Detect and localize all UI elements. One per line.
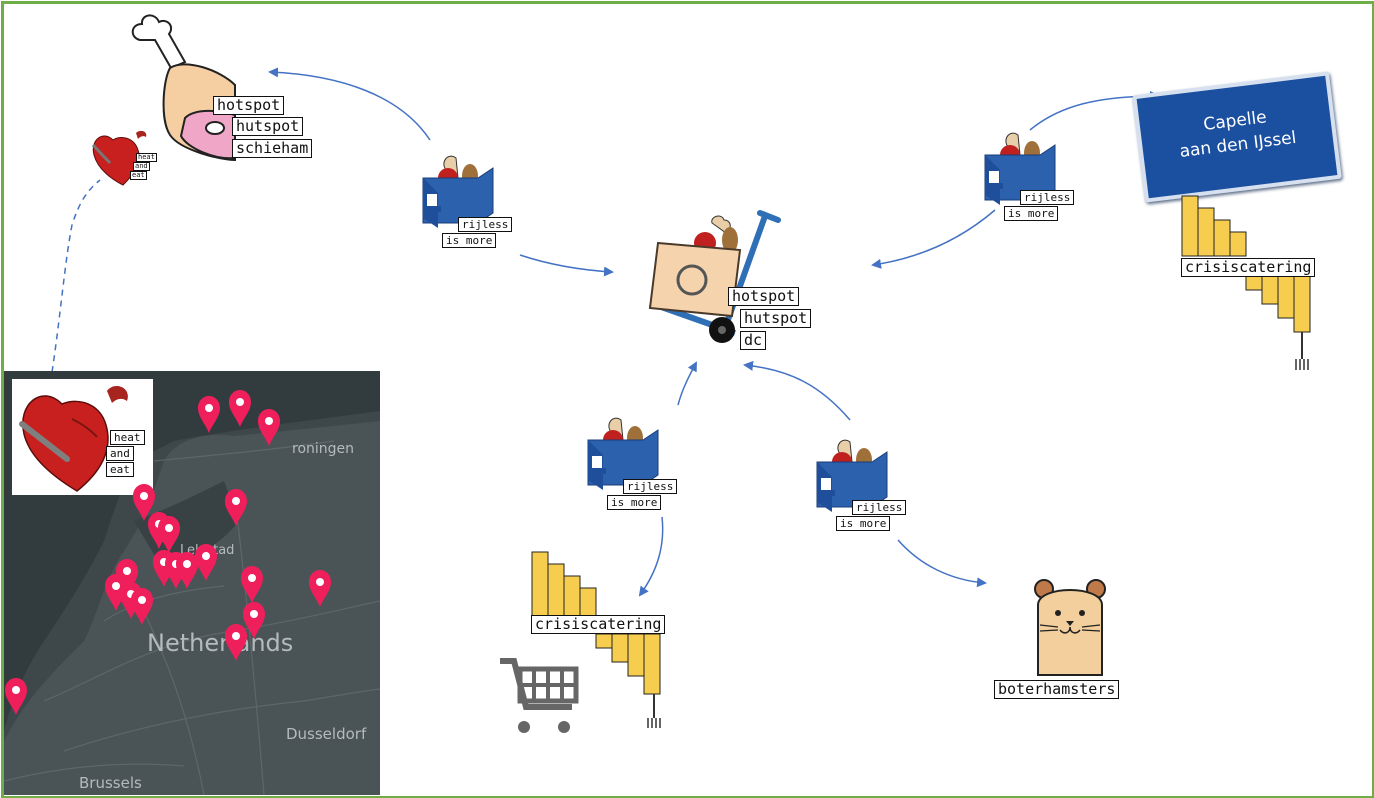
hub-label-1: hotspot [728, 287, 800, 306]
rijless-3-line2: is more [607, 495, 662, 510]
ham-label-2: hutspot [232, 117, 304, 136]
map-pin-icon[interactable] [241, 566, 263, 603]
rijless-2-line1: rijless [1020, 190, 1075, 205]
arrow-rijless3-to-crisis [638, 516, 664, 597]
rijless-box-icon-4 [816, 439, 888, 512]
and-label: and [106, 446, 134, 461]
hand-truck-icon [648, 210, 781, 343]
ham-label-1: hotspot [213, 96, 285, 115]
hamster-icon [1034, 579, 1106, 676]
rijless-box-icon-2 [984, 132, 1056, 205]
map-pins [5, 390, 331, 715]
arrow-rijless4-to-hamster [897, 539, 987, 588]
map-pin-icon[interactable] [158, 516, 180, 553]
map-label-dusseldorf: Dusseldorf [286, 725, 367, 743]
hub-label-2: hutspot [740, 309, 812, 328]
heat-and-eat-logo: heat and eat [12, 379, 153, 495]
rijless-4-line2: is more [836, 516, 891, 531]
eat-label: eat [106, 462, 134, 477]
map-pin-icon[interactable] [105, 574, 127, 611]
map-label-brussels: Brussels [79, 774, 142, 792]
arrow-rijless1-to-hub [519, 254, 614, 277]
heat-small-1: heat [136, 153, 157, 162]
rijless-2-line2: is more [1004, 206, 1059, 221]
rijless-box-icon-1 [422, 155, 494, 228]
dashed-link-map-to-heat [51, 179, 101, 373]
heat-label: heat [110, 430, 145, 445]
rijless-box-icon-3 [587, 417, 659, 490]
rijless-1-line2: is more [442, 233, 497, 248]
map-pin-icon[interactable] [116, 559, 138, 596]
map-pin-icon[interactable] [243, 602, 265, 639]
rijless-3-line1: rijless [623, 479, 678, 494]
map-label-netherlands: Netherlands [147, 629, 294, 657]
ham-icon [131, 14, 236, 162]
heat-small-3: eat [130, 171, 147, 180]
map-pin-icon[interactable] [258, 409, 280, 446]
map-pin-icon[interactable] [133, 484, 155, 521]
map-label-groningen: roningen [292, 441, 355, 457]
arrow-rijless4-to-hub [743, 360, 851, 421]
map-pin-icon[interactable] [198, 396, 220, 433]
map-pin-icon[interactable] [176, 552, 198, 589]
boterhamsters-label: boterhamsters [994, 680, 1120, 699]
crisis-label-2: crisiscatering [531, 615, 666, 634]
crisis-label-1: crisiscatering [1181, 258, 1316, 277]
map-pin-icon[interactable] [195, 544, 217, 581]
map-pin-icon[interactable] [225, 624, 247, 661]
map-pin-icon[interactable] [309, 570, 331, 607]
rijless-1-line1: rijless [458, 217, 513, 232]
ham-label-3: schieham [232, 139, 313, 158]
heat-small-2: and [133, 162, 150, 171]
arrow-rijless3-to-hub [677, 361, 697, 406]
map-pin-icon[interactable] [225, 489, 247, 526]
map-pin-icon[interactable] [5, 678, 27, 715]
crisiscatering-stairs-icon-2 [531, 551, 661, 728]
heart-fork-icon-small [91, 130, 147, 186]
crisiscatering-stairs-icon-1 [1181, 195, 1311, 370]
map-pin-icon[interactable] [229, 390, 251, 427]
netherlands-map[interactable]: roningen Lelystad Netherlands Dusseldorf… [4, 371, 380, 795]
arrow-rijless2-to-hub [871, 209, 996, 269]
rijless-4-line1: rijless [852, 500, 907, 515]
heart-fork-icon [19, 386, 128, 492]
arrow-rijless1-to-ham [268, 67, 431, 141]
shopping-cart-icon [500, 658, 579, 733]
hub-label-3: dc [740, 331, 767, 350]
map-pin-icon[interactable] [131, 588, 153, 625]
